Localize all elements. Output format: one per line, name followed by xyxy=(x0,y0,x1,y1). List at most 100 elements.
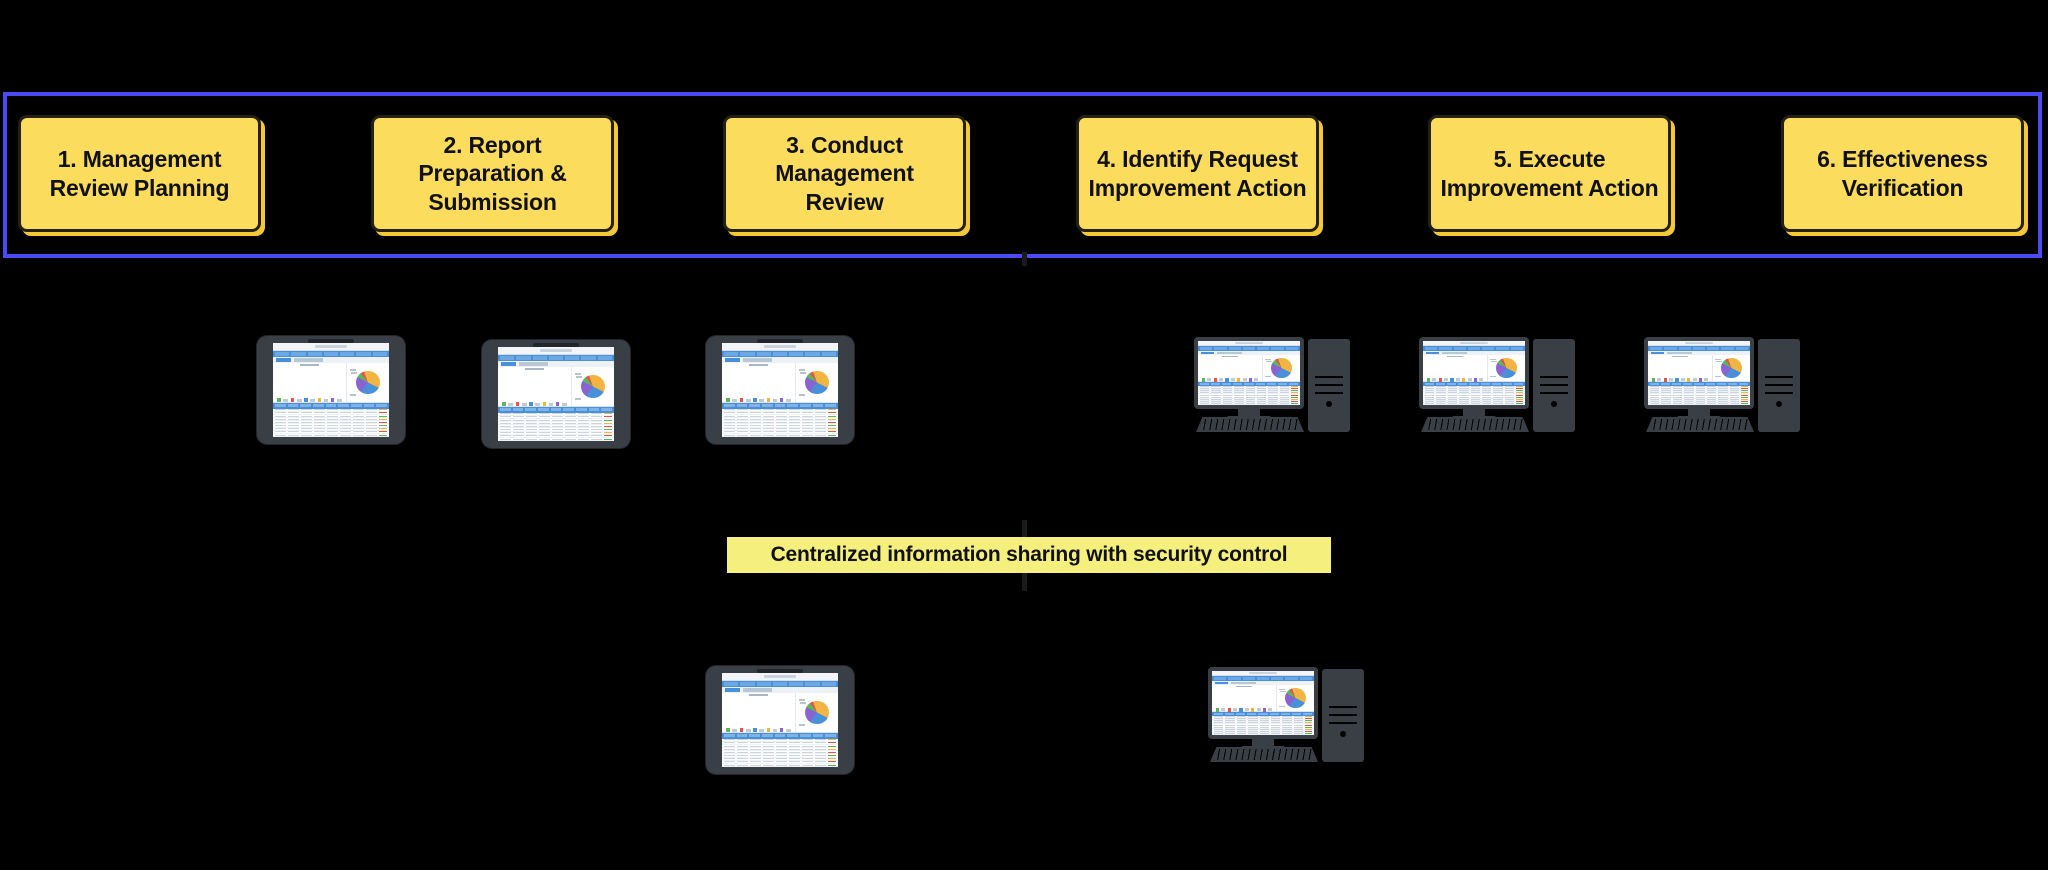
power-button-icon xyxy=(1340,731,1346,737)
stacked-bar-chart xyxy=(273,362,348,403)
power-button-icon xyxy=(1326,401,1332,407)
desktop-computer-2[interactable] xyxy=(1419,337,1575,432)
process-band-container xyxy=(3,92,2042,258)
dashboard-subbar xyxy=(1212,680,1314,685)
dashboard-navbar xyxy=(1423,346,1525,351)
dashboard-titlebar xyxy=(722,673,838,681)
dashboard-table xyxy=(1198,381,1300,405)
dashboard-table xyxy=(273,403,389,437)
power-button-icon xyxy=(1776,401,1782,407)
tablet-device-1[interactable] xyxy=(257,336,405,444)
process-step-3[interactable]: 3. Conduct Management Review xyxy=(723,115,966,232)
computer-tower xyxy=(1322,669,1364,762)
dashboard-titlebar xyxy=(1212,671,1314,677)
desktop-computer-3[interactable] xyxy=(1644,337,1800,432)
dashboard-charts xyxy=(1423,354,1525,382)
dashboard-charts xyxy=(273,362,389,404)
computer-tower xyxy=(1308,339,1350,432)
tablet-camera-icon xyxy=(757,669,803,673)
analytics-dashboard-screen xyxy=(1648,341,1750,405)
analytics-dashboard-screen xyxy=(1198,341,1300,405)
dashboard-navbar xyxy=(1648,346,1750,351)
tablet-camera-icon xyxy=(533,343,579,347)
dashboard-table xyxy=(498,407,614,441)
analytics-dashboard-screen xyxy=(1423,341,1525,405)
process-step-2[interactable]: 2. Report Preparation & Submission xyxy=(371,115,614,232)
process-step-5[interactable]: 5. Execute Improvement Action xyxy=(1428,115,1671,232)
tablet-device-3[interactable] xyxy=(706,336,854,444)
analytics-dashboard-screen xyxy=(722,673,838,767)
stacked-bar-chart xyxy=(722,362,797,403)
monitor-stand-neck xyxy=(1252,739,1274,748)
desktop-computer-1[interactable] xyxy=(1194,337,1350,432)
dashboard-charts xyxy=(722,692,838,734)
connector-stub-upper xyxy=(1022,520,1027,538)
keyboard-icon xyxy=(1196,417,1304,432)
power-button-icon xyxy=(1551,401,1557,407)
stacked-bar-chart xyxy=(1648,354,1714,382)
computer-tower xyxy=(1533,339,1575,432)
dashboard-titlebar xyxy=(1198,341,1300,347)
dashboard-subbar xyxy=(722,687,838,693)
dashboard-charts xyxy=(1198,354,1300,382)
connector-stub-lower xyxy=(1022,573,1027,591)
analytics-dashboard-screen xyxy=(722,343,838,437)
dashboard-navbar xyxy=(722,680,838,688)
dashboard-charts xyxy=(1212,684,1314,712)
dashboard-subbar xyxy=(1423,350,1525,355)
dashboard-subbar xyxy=(1198,350,1300,355)
pie-chart xyxy=(572,367,614,406)
dashboard-table xyxy=(722,733,838,767)
process-step-6[interactable]: 6. Effectiveness Verification xyxy=(1781,115,2024,232)
dashboard-titlebar xyxy=(722,343,838,351)
keyboard-icon xyxy=(1421,417,1529,432)
dashboard-titlebar xyxy=(498,347,614,355)
keyboard-icon xyxy=(1646,417,1754,432)
process-step-4[interactable]: 4. Identify Request Improvement Action xyxy=(1076,115,1319,232)
dashboard-table xyxy=(1212,711,1314,735)
monitor-screen xyxy=(1194,337,1304,409)
monitor-stand-neck xyxy=(1238,409,1260,418)
dashboard-navbar xyxy=(1198,346,1300,351)
pie-chart xyxy=(796,693,838,732)
pie-chart xyxy=(347,363,389,402)
dashboard-charts xyxy=(1648,354,1750,382)
monitor-stand-neck xyxy=(1688,409,1710,418)
dashboard-table xyxy=(1648,381,1750,405)
monitor-screen xyxy=(1208,667,1318,739)
dashboard-navbar xyxy=(1212,676,1314,681)
dashboard-titlebar xyxy=(273,343,389,351)
stacked-bar-chart xyxy=(1212,684,1278,712)
stacked-bar-chart xyxy=(1198,354,1264,382)
stacked-bar-chart xyxy=(498,366,573,407)
monitor-screen xyxy=(1644,337,1754,409)
tablet-device-2[interactable] xyxy=(482,340,630,448)
stacked-bar-chart xyxy=(1423,354,1489,382)
pie-chart xyxy=(796,363,838,402)
dashboard-navbar xyxy=(273,350,389,358)
analytics-dashboard-screen xyxy=(498,347,614,441)
dashboard-subbar xyxy=(722,357,838,363)
dashboard-subbar xyxy=(273,357,389,363)
pie-chart xyxy=(1277,685,1314,711)
centralized-sharing-banner: Centralized information sharing with sec… xyxy=(727,537,1331,573)
desktop-computer-4[interactable] xyxy=(1208,667,1364,762)
pie-chart xyxy=(1263,355,1300,381)
keyboard-icon xyxy=(1210,747,1318,762)
stacked-bar-chart xyxy=(722,692,797,733)
computer-tower xyxy=(1758,339,1800,432)
tablet-camera-icon xyxy=(308,339,354,343)
dashboard-navbar xyxy=(498,354,614,362)
process-step-1[interactable]: 1. Management Review Planning xyxy=(18,115,261,232)
dashboard-table xyxy=(1423,381,1525,405)
dashboard-table xyxy=(722,403,838,437)
dashboard-titlebar xyxy=(1648,341,1750,347)
analytics-dashboard-screen xyxy=(273,343,389,437)
pie-chart xyxy=(1488,355,1525,381)
connector-stub-top xyxy=(1022,252,1027,266)
tablet-device-4[interactable] xyxy=(706,666,854,774)
analytics-dashboard-screen xyxy=(1212,671,1314,735)
dashboard-titlebar xyxy=(1423,341,1525,347)
dashboard-charts xyxy=(722,362,838,404)
centralized-sharing-label: Centralized information sharing with sec… xyxy=(770,543,1288,566)
